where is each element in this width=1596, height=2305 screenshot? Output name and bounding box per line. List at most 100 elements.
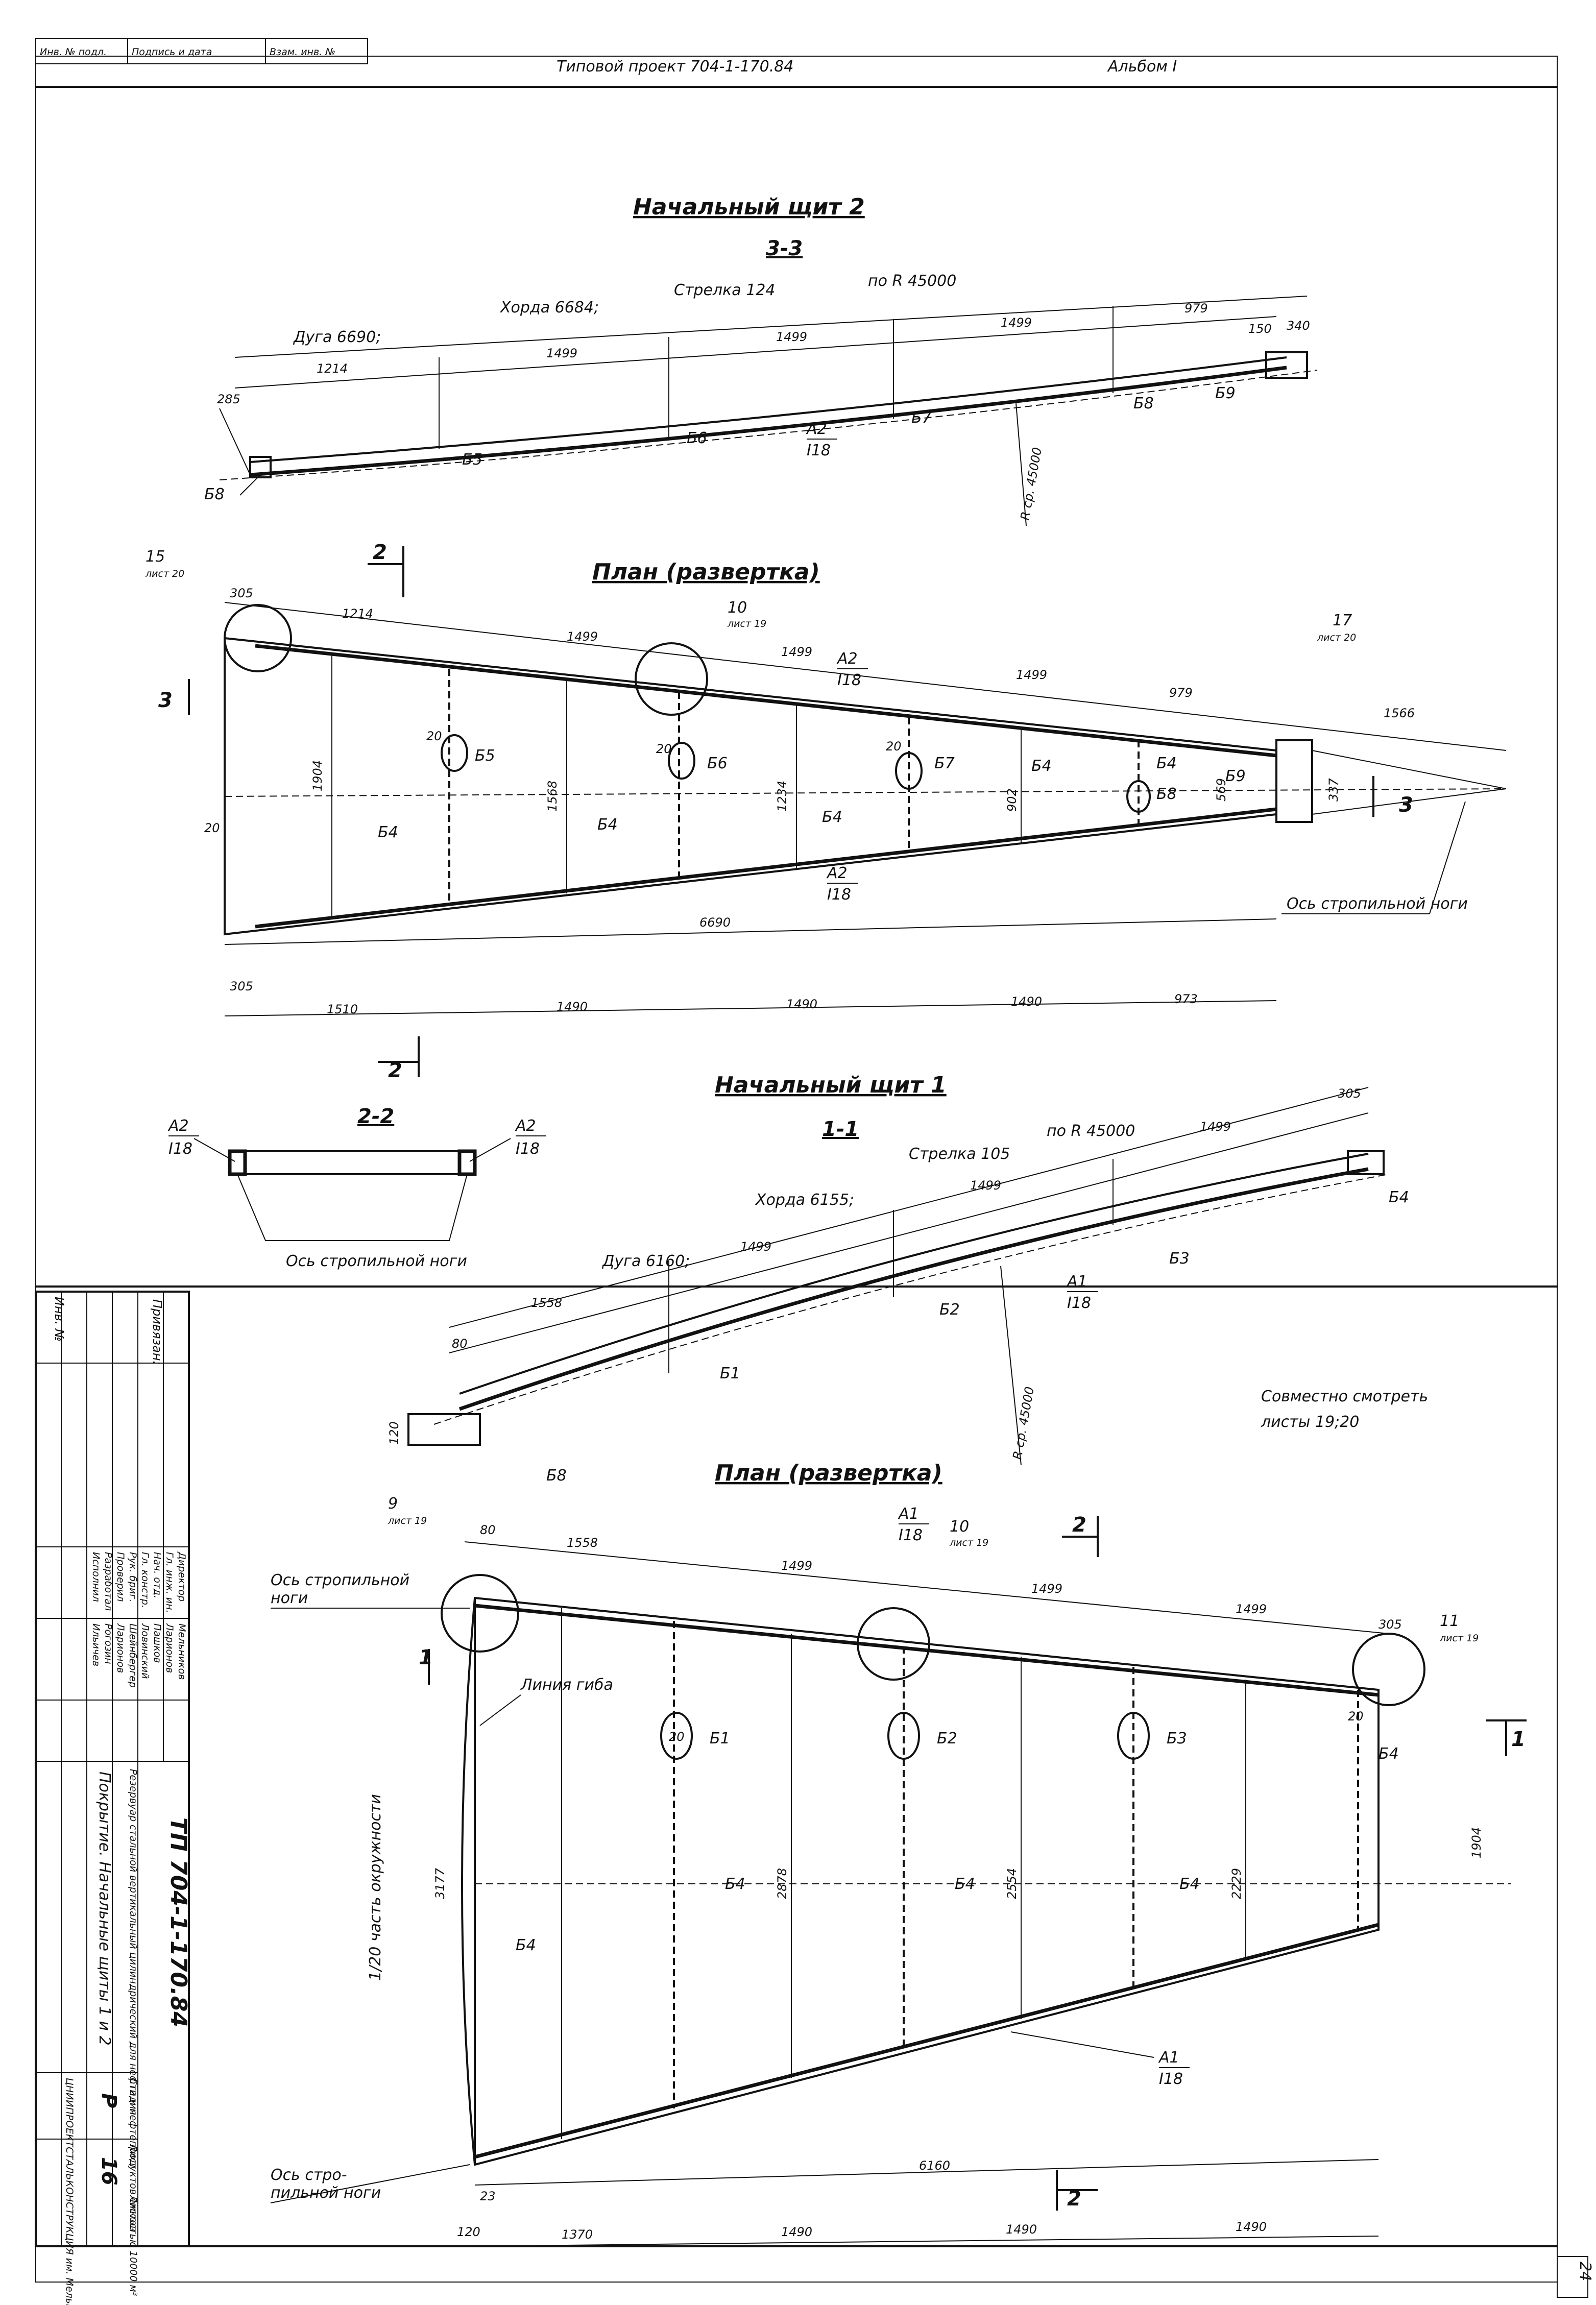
callout-circle [224, 604, 292, 672]
dim: 305 [230, 979, 253, 993]
dim: 285 [217, 392, 240, 406]
end-block [1275, 739, 1313, 823]
dim: 1499 [781, 1559, 812, 1573]
dim: 1490 [786, 997, 817, 1011]
plan-mark: Б7 [934, 755, 955, 772]
note-line: Совместно смотреть [1261, 1388, 1428, 1405]
callout-sheet: лист 20 [1317, 632, 1356, 643]
plan-mark: Б5 [475, 747, 495, 765]
album-label: Альбом I [1107, 58, 1177, 76]
mark-b1: Б1 [720, 1365, 740, 1382]
dim: 80 [452, 1337, 468, 1351]
title-block: Инв. № Привязан: Директор Гл. инж. ин. Н… [35, 1291, 191, 2305]
tb-name: Мельников [176, 1623, 187, 1680]
tb-name: Ларионов [164, 1623, 175, 1673]
dim: 150 [1248, 322, 1272, 336]
dim: 973 [1174, 992, 1198, 1006]
plan-mark: Б4 [1379, 1745, 1399, 1763]
shield2-section-view: Начальный щит 2 3-3 Стрелка 124 по R 450… [204, 194, 1318, 526]
plan-mark: Б2 [937, 1730, 957, 1748]
tb-project-code: ТП 704-1-170.84 [165, 1817, 191, 2027]
mark-i18: I18 [807, 442, 831, 459]
shield2-radius-label: R ср. 45000 [1018, 446, 1045, 521]
shield2-beam-bottom [250, 366, 1287, 477]
shield1-title: Начальный щит 1 [715, 1072, 947, 1098]
shield1-section-label: 1-1 [822, 1118, 859, 1141]
leader [479, 1694, 521, 1726]
leader [239, 474, 261, 496]
sheet-frame [35, 56, 1558, 2283]
sec22-axis: Ось стропильной ноги [286, 1252, 467, 1270]
tb-role: Исполнил [90, 1552, 102, 1602]
leader [1429, 801, 1466, 914]
dim: 979 [1184, 301, 1208, 316]
plan-mark: Б4 [516, 1936, 536, 1954]
height: 2229 [1229, 1868, 1244, 1899]
taper [1312, 750, 1507, 789]
stamp-signature: Подпись и дата [132, 46, 212, 58]
callout-sheet: лист 19 [949, 1537, 988, 1548]
cut: 1 [1511, 1728, 1526, 1751]
shield2-plan-view: План (развертка) 2 3 3 15 лист 20 10 лис… [145, 541, 1507, 1082]
edge: 20 [204, 821, 220, 835]
i18-label: I18 [837, 671, 861, 689]
callout: 17 [1333, 612, 1352, 629]
marker-circle [441, 734, 468, 772]
a2-label: А2 [515, 1117, 536, 1135]
tb-name: Ильичев [90, 1623, 102, 1666]
height: 1904 [1469, 1827, 1484, 1858]
shield2-plan-title: План (развертка) [592, 559, 820, 585]
plan-mark: Б3 [1167, 1730, 1187, 1748]
tb-description: Резервуар стальной вертикальный цилиндри… [128, 1769, 139, 2296]
shield1-bottom-beam [474, 1923, 1379, 2159]
height: 1568 [545, 781, 560, 812]
mark-b3: Б3 [1169, 1250, 1190, 1268]
end-plate [1347, 1150, 1385, 1175]
axis-label: ноги [271, 1589, 308, 1607]
shield1-arc: Дуга 6160; [601, 1252, 690, 1270]
dim: 1370 [562, 2227, 593, 2242]
tb-inv: Инв. № [52, 1297, 66, 1342]
shield2-arc: Дуга 6690; [293, 328, 381, 346]
shield2-chord-dimline [234, 296, 1308, 358]
plan-mark: Б4 [725, 1875, 745, 1893]
dim: 1499 [740, 1240, 771, 1254]
dim: 1499 [1001, 316, 1032, 330]
tb-name: Шейнбергер [127, 1623, 138, 1688]
height: 2554 [1005, 1868, 1019, 1899]
dimline [474, 2236, 1379, 2247]
dimline [224, 1000, 1277, 1016]
edge: 20 [426, 729, 442, 743]
shield2-end-plate [249, 456, 272, 478]
dim: 1558 [567, 1536, 598, 1550]
i18-label: I18 [516, 1140, 540, 1158]
i18-label: I18 [899, 1526, 923, 1544]
height: 569 [1214, 778, 1228, 802]
dim: 1214 [317, 361, 348, 376]
mark-b8: Б8 [1133, 395, 1154, 413]
shield2-title: Начальный щит 2 [633, 194, 865, 220]
dim: 80 [480, 1523, 496, 1537]
tb-sheet-hdr: Лист [128, 2144, 139, 2169]
tb-name: Пашков [152, 1623, 163, 1663]
dim: 1499 [567, 629, 598, 644]
dim: 979 [1169, 686, 1193, 700]
plan-mark: Б4 [1031, 757, 1052, 775]
cut: 3 [1399, 793, 1413, 817]
dimline [224, 602, 1507, 751]
shield1-top-beam [474, 1604, 1379, 1697]
dimline [449, 1087, 1369, 1328]
tb-role: Гл. инж. ин. [164, 1552, 175, 1613]
dim-total: 6160 [919, 2158, 950, 2173]
dim: 1499 [776, 330, 807, 344]
shield2-dimline [234, 316, 1277, 389]
shield2-bottom-beam [255, 807, 1277, 929]
stamp-replace: Взам. инв. № [270, 46, 335, 58]
mark-b2: Б2 [939, 1301, 960, 1319]
cut: 3 [158, 689, 173, 712]
dim-total: 6690 [699, 915, 731, 930]
bend-line [461, 1597, 476, 2165]
shield2-top-beam [255, 644, 1277, 758]
shield2-beam-axis [219, 370, 1318, 480]
